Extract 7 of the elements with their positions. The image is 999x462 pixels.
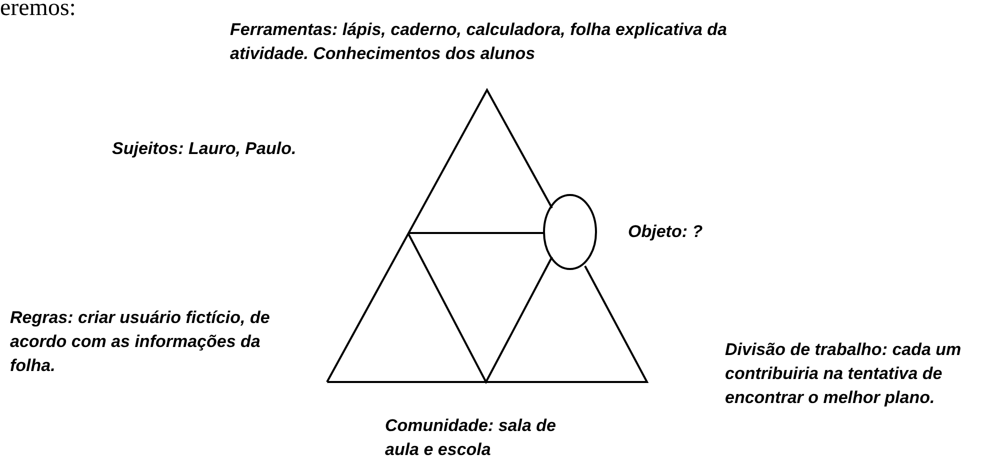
division-of-labour-label: Divisão de trabalho: cada um contribuiria na tentativa de encontrar o melhor plano. xyxy=(725,339,962,409)
rules-label: Regras: criar usuário fictício, de acordo com as informações da folha. xyxy=(10,307,271,377)
subjects-label: Sujeitos: Lauro, Paulo. xyxy=(112,138,298,160)
object-label: Objeto: ? xyxy=(628,221,704,243)
tools-label: Ferramentas: lápis, caderno, calculadora, folha explicativa da atividade. Conhecimentos dos alunos xyxy=(230,19,728,65)
community-label: Comunidade: sala de aula e escola xyxy=(385,415,557,461)
page-text: eremos: xyxy=(0,0,77,20)
